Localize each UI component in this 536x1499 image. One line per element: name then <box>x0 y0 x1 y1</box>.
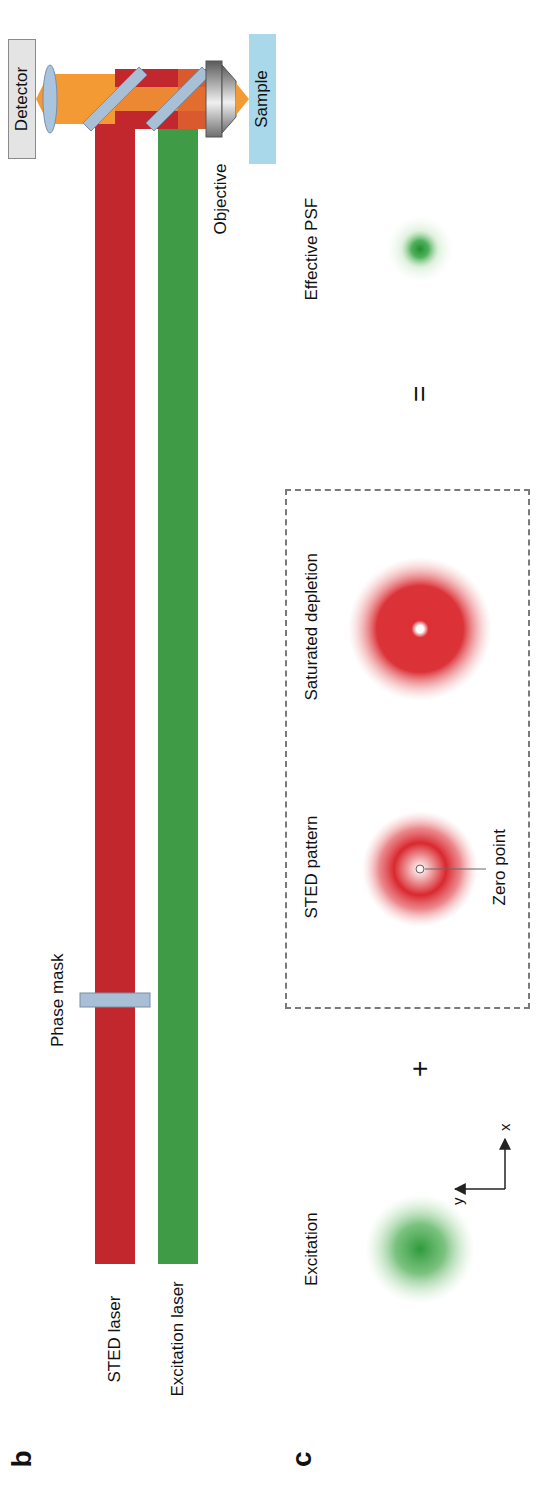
axis-label: x <box>496 1124 514 1132</box>
component-label: Sample <box>252 70 272 128</box>
panel-label: b <box>5 1450 39 1467</box>
lens <box>43 65 57 133</box>
operator-symbol: + <box>403 1061 437 1077</box>
leader-line <box>425 869 486 870</box>
callout-label: Zero point <box>490 829 510 906</box>
zero-point-marker <box>416 865 424 873</box>
component-label: STED laser <box>105 1296 125 1383</box>
panel-label: c <box>285 1451 319 1467</box>
focus-cone <box>236 83 249 115</box>
pattern-label: Excitation <box>302 1212 322 1286</box>
x-axis <box>504 1139 506 1189</box>
component-label: Objective <box>211 164 231 235</box>
dichroic-mirror <box>83 67 147 131</box>
effective-psf-spot <box>386 215 454 283</box>
axis-label: y <box>449 1198 467 1206</box>
excitation-spot <box>365 1194 475 1304</box>
pattern-label: Saturated depletion <box>302 553 322 700</box>
depletion-group: STED pattern Zero point Saturated depletio… <box>285 489 530 1009</box>
detector-box: Detector <box>8 39 36 159</box>
saturated-donut <box>348 557 492 701</box>
objective-lens <box>206 61 222 137</box>
sample-slab: Sample <box>249 34 276 164</box>
y-axis <box>455 1188 505 1190</box>
component-label: Detector <box>12 67 32 131</box>
pattern-label: STED pattern <box>302 816 322 919</box>
operator-symbol: = <box>403 386 437 402</box>
component-label: Excitation laser <box>168 1281 188 1396</box>
phase-mask <box>80 993 150 1007</box>
excitation-beam <box>158 99 198 1264</box>
pattern-label: Effective PSF <box>302 198 322 301</box>
objective-lens <box>222 65 236 133</box>
component-label: Phase mask <box>48 953 68 1047</box>
dichroic-mirror <box>146 67 210 131</box>
sted-beam <box>95 99 135 1264</box>
